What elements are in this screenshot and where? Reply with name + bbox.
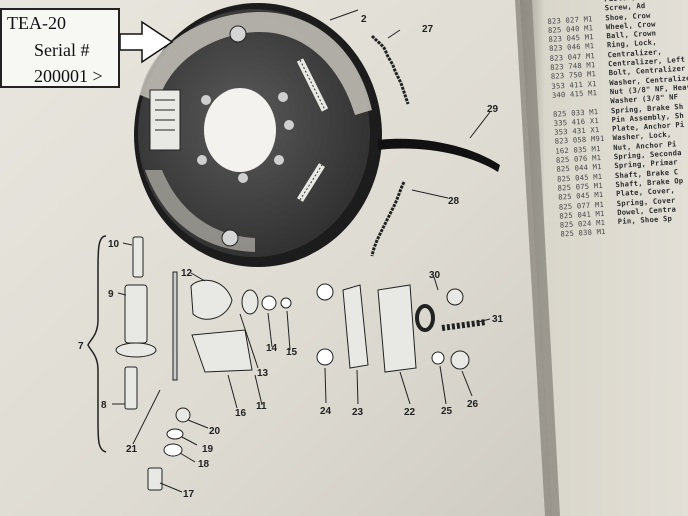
label-17: 17: [183, 489, 195, 500]
spring-27: [370, 34, 410, 105]
right-page: [520, 0, 688, 516]
label-22: 22: [404, 407, 416, 418]
label-23: 23: [352, 407, 364, 418]
label-29: 29: [487, 104, 499, 115]
brake-backing-plate: [134, 3, 500, 267]
label-14: 14: [266, 343, 278, 354]
label-27: 27: [422, 24, 434, 35]
label-26: 26: [467, 399, 479, 410]
leader-lines: [112, 9, 491, 493]
diagram-labels: 2 27 29 28 10 9 7 8 12 14 15 13 16 11 21…: [78, 14, 504, 500]
label-21: 21: [126, 444, 138, 455]
label-8: 8: [101, 400, 107, 411]
label-13: 13: [257, 368, 269, 379]
label-31: 31: [492, 314, 504, 325]
book-gutter: [515, 0, 560, 516]
label-25: 25: [441, 406, 453, 417]
label-24: 24: [320, 406, 332, 417]
label-10: 10: [108, 239, 120, 250]
callout-arrow: [119, 20, 174, 64]
label-12: 12: [181, 268, 193, 279]
label-18: 18: [198, 459, 210, 470]
label-20: 20: [209, 426, 221, 437]
serial-callout-box: TEA-20 Serial # 200001 >: [0, 8, 120, 88]
spring-28: [370, 181, 406, 257]
callout-serial-label: Serial #: [34, 40, 90, 60]
label-30: 30: [429, 270, 441, 281]
label-11: 11: [256, 401, 267, 412]
callout-serial-number: 200001 >: [34, 66, 103, 86]
callout-model: TEA-20: [7, 13, 66, 33]
label-2: 2: [361, 14, 367, 25]
label-19: 19: [202, 444, 214, 455]
label-15: 15: [286, 347, 298, 358]
label-28: 28: [448, 196, 460, 207]
label-9: 9: [108, 289, 114, 300]
label-7: 7: [78, 341, 84, 352]
exploded-parts: [115, 236, 487, 491]
bracket-7: [87, 235, 107, 453]
label-16: 16: [235, 408, 247, 419]
